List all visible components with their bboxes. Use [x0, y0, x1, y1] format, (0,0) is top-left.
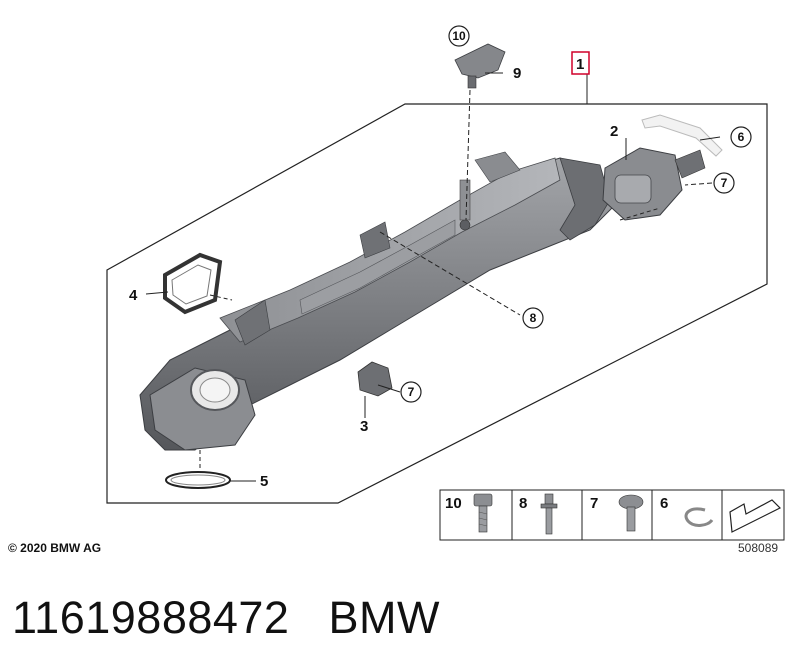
- sensor-part: [454, 43, 506, 89]
- callout-7a: 7: [721, 176, 728, 190]
- callout-8: 8: [530, 311, 537, 325]
- drawing-id: 508089: [738, 541, 779, 555]
- bolt-icon: [473, 493, 493, 533]
- copyright-text: © 2020 BMW AG: [8, 541, 102, 555]
- callout-7b-circle: 7: [400, 381, 422, 403]
- callout-1-highlight: [571, 51, 590, 75]
- part-number: 11619888472: [12, 592, 290, 643]
- direction-arrow-icon: [729, 499, 782, 533]
- hardware-legend: 10 8 7 6: [439, 489, 785, 541]
- clip-part: [641, 114, 723, 157]
- callout-10: 10: [452, 29, 466, 43]
- callout-7b: 7: [408, 385, 415, 399]
- callout-4: 4: [129, 287, 138, 304]
- callout-5: 5: [260, 473, 268, 490]
- callout-3: 3: [360, 418, 368, 435]
- clip-icon: [684, 507, 714, 527]
- parts-diagram: 1 2 3 4 5 9 10 6 7 8 7 10 8: [106, 25, 785, 541]
- callout-8-circle: 8: [522, 307, 544, 329]
- callout-6-circle: 6: [730, 126, 752, 148]
- stud-icon: [540, 493, 558, 535]
- legend-item-6-label: 6: [660, 495, 668, 512]
- callout-7a-circle: 7: [713, 172, 735, 194]
- part-caption: 11619888472 BMW: [12, 592, 440, 644]
- leader-lines: [145, 72, 721, 482]
- throttle-actuator: [602, 147, 706, 221]
- callout-6: 6: [738, 130, 745, 144]
- legend-item-10-label: 10: [445, 495, 462, 512]
- callout-1: 1: [576, 56, 584, 73]
- callout-2: 2: [610, 123, 618, 140]
- callout-9: 9: [513, 65, 521, 82]
- legend-item-8-label: 8: [519, 495, 527, 512]
- bracket-part: [357, 361, 393, 397]
- intake-manifold: [139, 151, 616, 451]
- callout-10-circle: 10: [448, 25, 470, 47]
- seal-ring-part: [165, 471, 231, 489]
- flange-screw-icon: [618, 494, 644, 532]
- brand-name: BMW: [328, 592, 440, 643]
- gasket-part: [163, 252, 223, 315]
- legend-item-7-label: 7: [590, 495, 598, 512]
- assembly-frame: [106, 103, 768, 504]
